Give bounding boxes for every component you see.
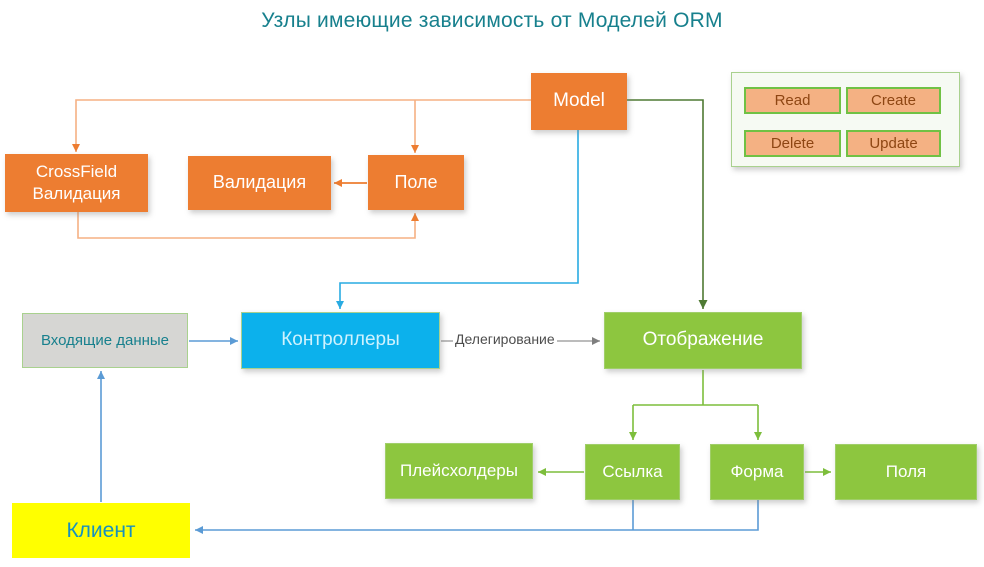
legend-delete: Delete <box>744 130 841 157</box>
node-model: Model <box>531 73 627 130</box>
diagram-title: Узлы имеющие зависимость от Моделей ORM <box>261 9 723 32</box>
node-controllers: Контроллеры <box>241 312 440 369</box>
node-placeholders: Плейсхолдеры <box>385 443 533 499</box>
node-field: Поле <box>368 155 464 210</box>
edge-model-to-controllers <box>336 130 579 309</box>
edge-model-to-view <box>627 99 708 309</box>
delegation-label: Делегирование <box>453 331 557 347</box>
legend-read: Read <box>744 87 841 114</box>
node-validation: Валидация <box>188 156 331 210</box>
edge-crossfield-to-field <box>77 211 419 239</box>
legend-create: Create <box>846 87 941 114</box>
node-fields: Поля <box>835 444 977 500</box>
crud-legend: Read Create Delete Update <box>731 72 960 167</box>
node-client: Клиент <box>12 503 190 558</box>
edge-model-to-crossfield <box>72 99 531 152</box>
edge-form-to-client <box>195 500 759 534</box>
legend-update: Update <box>846 130 941 157</box>
node-view: Отображение <box>604 312 802 369</box>
node-form: Форма <box>710 444 804 500</box>
node-incoming-data: Входящие данные <box>22 313 188 368</box>
node-crossfield-validation: CrossField Валидация <box>5 154 148 212</box>
node-link: Ссылка <box>585 444 680 500</box>
